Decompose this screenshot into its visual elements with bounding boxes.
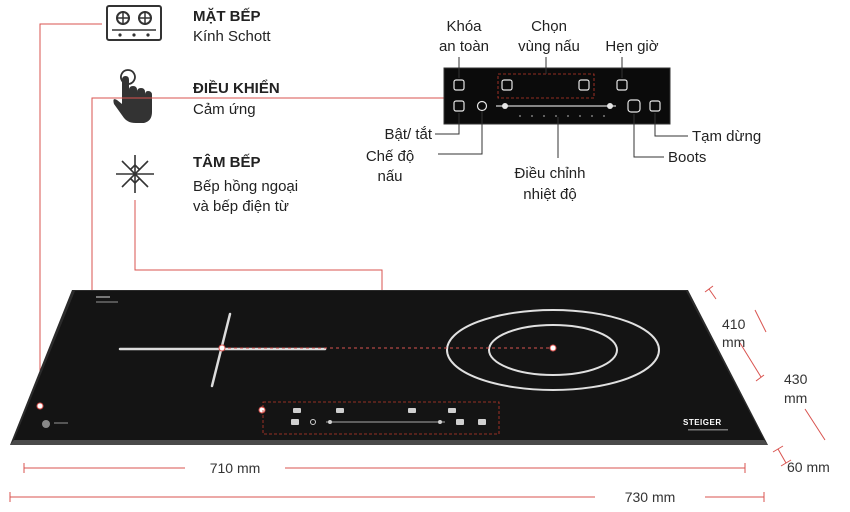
label-safety-lock-1: Khóa (446, 18, 482, 35)
dim-430-value: 430 (784, 371, 808, 387)
feature-subtitle-center-line2: và bếp điện từ (193, 198, 289, 215)
cooktop-control-panel (262, 401, 500, 435)
cooktop-burners-icon (106, 5, 162, 41)
label-timer: Hẹn giờ (605, 38, 658, 55)
feature-subtitle-control: Cảm ứng (193, 101, 256, 118)
dim-410-unit: mm (722, 334, 745, 350)
dim-430-unit: mm (784, 390, 807, 406)
cooktop-body: STEIGER (10, 290, 768, 445)
control-panel-detail (443, 67, 671, 125)
dimension-lines (9, 285, 826, 502)
dim-730: 730 mm (625, 489, 676, 505)
callout-lines (435, 57, 688, 158)
label-cook-mode-1: Chế độ (366, 148, 414, 165)
feature-title-center: TÂM BẾP (193, 153, 261, 171)
feature-subtitle-center-line1: Bếp hồng ngoại (193, 178, 298, 195)
touch-hand-icon (113, 69, 152, 123)
heating-center-icon (116, 155, 154, 193)
label-boost: Boots (668, 149, 706, 166)
dim-60: 60 mm (787, 459, 830, 475)
dim-410-value: 410 (722, 316, 746, 332)
label-zone-select-1: Chọn (531, 18, 567, 35)
label-cook-mode-2: nấu (377, 168, 402, 185)
feature-subtitle-surface: Kính Schott (193, 28, 271, 45)
label-pause: Tạm dừng (692, 128, 761, 145)
label-temp-adjust-2: nhiệt độ (523, 186, 576, 203)
brand-logo: STEIGER (683, 418, 722, 427)
feature-title-surface: MẶT BẾP (193, 8, 261, 25)
feature-title-control: ĐIỀU KHIỂN (193, 79, 280, 97)
label-safety-lock-2: an toàn (439, 38, 489, 55)
induction-burner (446, 309, 660, 391)
dim-710: 710 mm (210, 460, 261, 476)
label-temp-adjust-1: Điều chỉnh (515, 165, 586, 182)
label-zone-select-2: vùng nấu (518, 38, 580, 55)
label-power: Bật/ tắt (384, 126, 432, 143)
